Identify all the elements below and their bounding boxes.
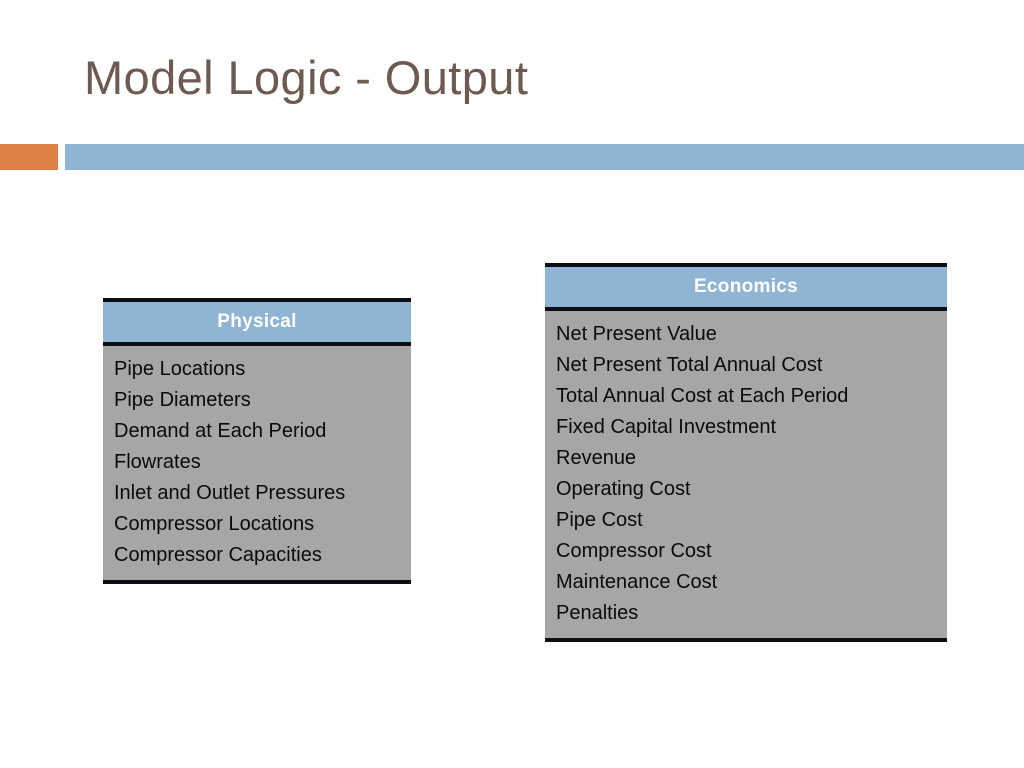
card-physical: Physical Pipe Locations Pipe Diameters D…: [103, 298, 411, 584]
list-item: Total Annual Cost at Each Period: [556, 385, 849, 407]
list-item: Flowrates: [114, 451, 201, 473]
title-accent-rule: [0, 144, 1024, 170]
list-item: Inlet and Outlet Pressures: [114, 482, 346, 504]
list-item: Operating Cost: [556, 478, 691, 500]
list-item: Demand at Each Period: [114, 420, 327, 442]
list-item: Compressor Locations: [114, 513, 315, 535]
list-item: Revenue: [556, 447, 637, 469]
list-item: Net Present Value: [556, 323, 717, 345]
accent-segment-orange: [0, 144, 58, 170]
accent-segment-blue: [65, 144, 1024, 170]
page-title: Model Logic - Output: [84, 51, 529, 104]
list-item: Pipe Diameters: [114, 389, 251, 411]
list-item: Pipe Cost: [556, 509, 643, 531]
card-economics-body: Net Present Value Net Present Total Annu…: [545, 311, 947, 638]
card-physical-body: Pipe Locations Pipe Diameters Demand at …: [103, 346, 411, 580]
list-item: Penalties: [556, 602, 639, 624]
list-item: Maintenance Cost: [556, 571, 718, 593]
list-item: Pipe Locations: [114, 358, 246, 380]
card-economics: Economics Net Present Value Net Present …: [545, 263, 947, 642]
card-physical-header: Physical: [103, 302, 411, 346]
card-economics-header: Economics: [545, 267, 947, 311]
list-item: Compressor Cost: [556, 540, 712, 562]
list-item: Compressor Capacities: [114, 544, 322, 566]
list-item: Net Present Total Annual Cost: [556, 354, 823, 376]
list-item: Fixed Capital Investment: [556, 416, 777, 438]
